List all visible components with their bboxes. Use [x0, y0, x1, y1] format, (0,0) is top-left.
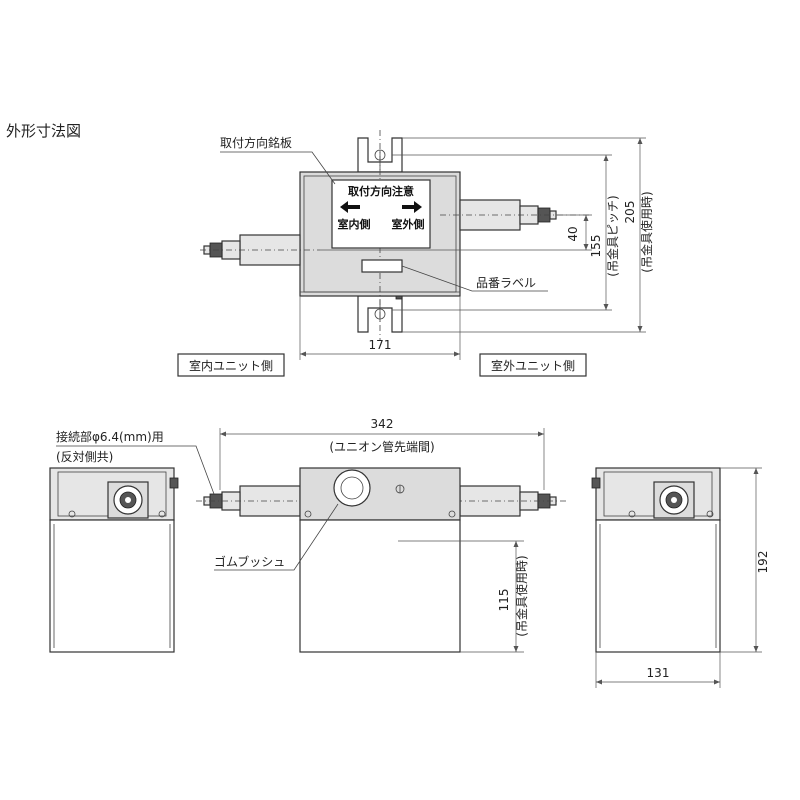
right-side-view: 192 131 [591, 467, 770, 688]
page-title: 外形寸法図 [6, 122, 81, 140]
callout-nameplate: 取付方向銘板 [220, 135, 292, 150]
nameplate: 取付方向注意 室内側 室外側 [331, 179, 431, 249]
dim-40: 40 [566, 226, 580, 241]
left-side-view [49, 467, 179, 653]
dim-115-note: (吊金具使用時) [514, 555, 529, 636]
callout-connection-note: (反対側共) [56, 450, 113, 464]
callout-bushing: ゴムブッシュ [214, 554, 285, 569]
dim-171: 171 [369, 338, 392, 352]
outdoor-side-box [479, 353, 587, 377]
dim-205: 205 [623, 201, 637, 224]
indoor-side-label: 室内ユニット側 [189, 358, 273, 373]
dim-342-note: (ユニオン管先端間) [329, 439, 434, 454]
left-arrow-icon [340, 201, 360, 213]
dim-205-note: (吊金具使用時) [639, 191, 654, 272]
outdoor-side-label: 室外ユニット側 [491, 358, 575, 373]
dim-131: 131 [647, 666, 670, 680]
dim-115: 115 [497, 589, 511, 612]
product-label [361, 259, 403, 273]
right-arrow-icon [402, 201, 422, 213]
top-view: 取付方向注意 室内側 室外側 取付方向銘板 品番ラベル 171 40 [177, 130, 654, 377]
dim-192: 192 [756, 551, 770, 574]
front-view: 342 (ユニオン管先端間) 接続部φ6.4(mm)用 (反対側共) ゴムブッシ… [56, 417, 566, 653]
indoor-side-box [177, 353, 285, 377]
nameplate-title: 取付方向注意 [348, 184, 414, 198]
callout-product-label: 品番ラベル [476, 276, 536, 290]
nameplate-indoor: 室内側 [338, 217, 371, 231]
dim-155: 155 [589, 235, 603, 258]
dim-155-note: (吊金具ピッチ) [605, 195, 620, 276]
nameplate-outdoor: 室外側 [392, 217, 425, 231]
callout-connection: 接続部φ6.4(mm)用 [56, 429, 164, 444]
dim-342: 342 [371, 417, 394, 431]
